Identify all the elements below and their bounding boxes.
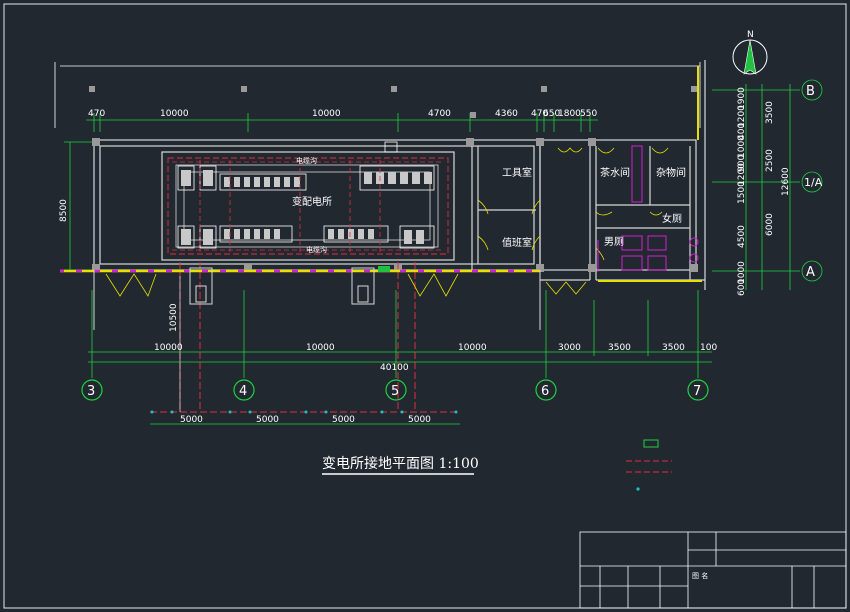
svg-text:6000: 6000 <box>765 213 775 236</box>
ground-dims: 5000 5000 5000 5000 <box>180 415 431 425</box>
svg-text:2500: 2500 <box>765 149 775 172</box>
room-label-storage: 杂物间 <box>656 166 686 179</box>
right-dims-lines <box>712 79 823 290</box>
svg-text:1900: 1900 <box>737 87 747 110</box>
svg-text:550: 550 <box>580 109 597 119</box>
svg-text:400: 400 <box>737 123 747 140</box>
svg-text:1800: 1800 <box>558 109 581 119</box>
svg-text:470: 470 <box>88 109 105 119</box>
axis-6: 6 <box>541 384 549 399</box>
svg-text:5000: 5000 <box>256 415 279 425</box>
svg-text:650: 650 <box>543 109 560 119</box>
room-label-tea: 茶水间 <box>600 166 630 179</box>
svg-text:10000: 10000 <box>154 343 183 353</box>
axis-bubbles-bottom <box>81 379 709 401</box>
total-dim: 40100 <box>380 363 409 373</box>
axis-4: 4 <box>239 384 247 399</box>
axis-B: B <box>806 84 815 99</box>
substation-room: 电缆沟 电缆沟 变配电所 <box>161 141 455 261</box>
svg-text:12600: 12600 <box>781 167 791 196</box>
legend <box>626 439 672 491</box>
axis-5: 5 <box>391 384 399 399</box>
svg-text:5000: 5000 <box>332 415 355 425</box>
north-arrow: N <box>732 30 768 75</box>
svg-text:900: 900 <box>737 155 747 172</box>
axis-A: A <box>806 265 815 280</box>
svg-text:600: 600 <box>737 279 747 296</box>
drawing-title: 变电所接地平面图 1:100 <box>322 455 479 472</box>
svg-text:3500: 3500 <box>765 101 775 124</box>
svg-text:10000: 10000 <box>312 109 341 119</box>
svg-text:10000: 10000 <box>458 343 487 353</box>
svg-text:3000: 3000 <box>558 343 581 353</box>
svg-text:1200: 1200 <box>737 163 747 186</box>
doors <box>105 147 669 297</box>
restroom-fixtures <box>597 145 699 272</box>
cable-trench-label-top: 电缆沟 <box>296 156 317 165</box>
left-lower-dim: 10500 <box>169 303 179 332</box>
room-label-duty: 值班室 <box>502 236 532 249</box>
svg-text:1000: 1000 <box>737 261 747 284</box>
north-label: N <box>747 30 754 40</box>
axis-7: 7 <box>693 384 701 399</box>
right-dims: 1900 1200 400 1000 900 1200 1500 4500 10… <box>737 87 791 296</box>
svg-text:100: 100 <box>700 343 717 353</box>
left-dim: 8500 <box>59 199 69 222</box>
svg-text:3500: 3500 <box>662 343 685 353</box>
foundations <box>93 267 541 330</box>
title-block-label: 图 名 <box>692 571 708 580</box>
column-markers-top <box>89 86 697 92</box>
svg-text:470: 470 <box>531 109 548 119</box>
axis-3: 3 <box>87 384 95 399</box>
top-dims: 470 10000 10000 4700 4360 470 650 1800 5… <box>88 109 597 119</box>
svg-text:3500: 3500 <box>608 343 631 353</box>
axis-1A: 1/A <box>804 176 823 189</box>
room-label-female: 女厕 <box>662 212 682 225</box>
cable-trench-label-bottom: 电缆沟 <box>306 245 327 254</box>
bottom-dims: 10000 10000 10000 3000 3500 3500 100 401… <box>154 343 717 373</box>
svg-text:1200: 1200 <box>737 105 747 128</box>
svg-text:1500: 1500 <box>737 181 747 204</box>
title-block <box>579 531 847 609</box>
svg-text:5000: 5000 <box>180 415 203 425</box>
room-label-tool: 工具室 <box>502 166 532 179</box>
room-label-substation: 变配电所 <box>292 195 332 208</box>
rooms-right: 工具室 值班室 茶水间 杂物间 女厕 男厕 <box>502 166 686 249</box>
svg-text:5000: 5000 <box>408 415 431 425</box>
svg-text:4360: 4360 <box>495 109 518 119</box>
svg-text:4700: 4700 <box>428 109 451 119</box>
svg-text:4500: 4500 <box>737 225 747 248</box>
sheet-border <box>3 3 847 609</box>
svg-text:1000: 1000 <box>737 135 747 158</box>
room-label-male: 男厕 <box>604 236 624 248</box>
svg-text:10000: 10000 <box>160 109 189 119</box>
svg-text:10000: 10000 <box>306 343 335 353</box>
